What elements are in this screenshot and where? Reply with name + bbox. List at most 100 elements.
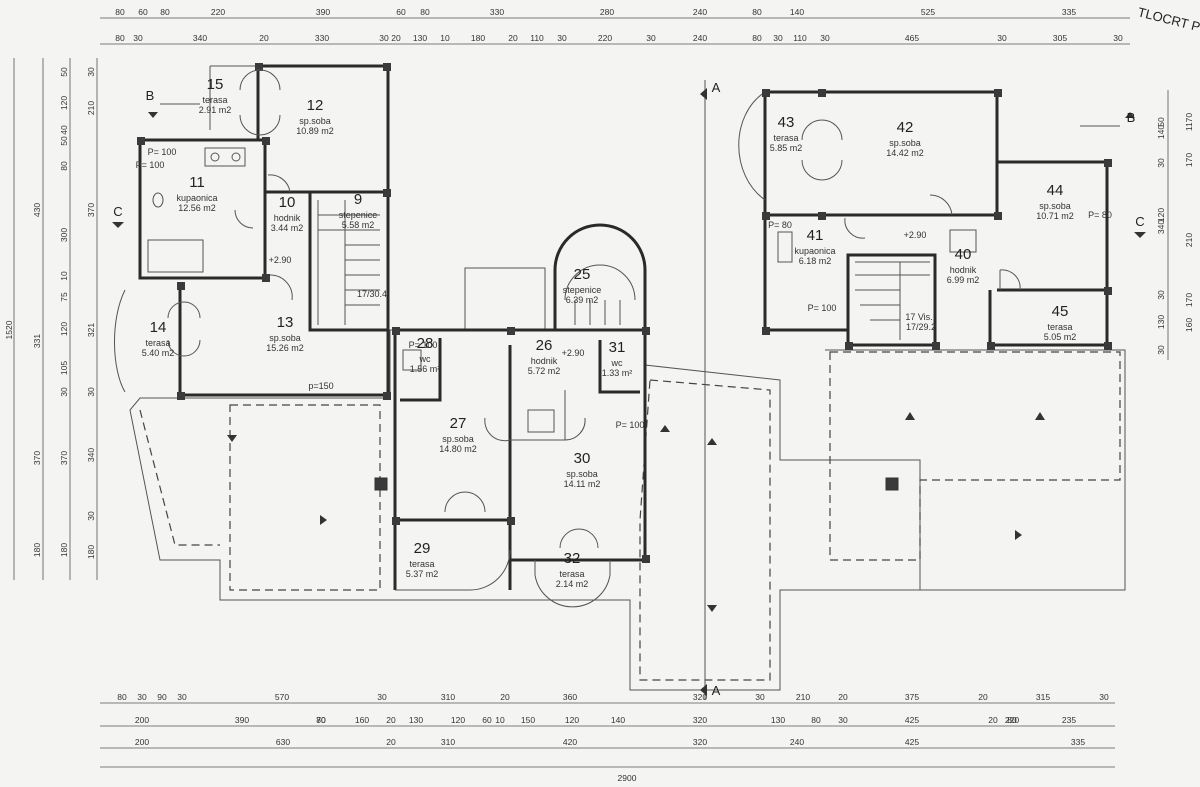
dimension-label: 310 xyxy=(441,692,455,702)
dimension-label: 10 xyxy=(495,715,505,725)
dimension-label: 430 xyxy=(32,203,42,217)
room-name: hodnik xyxy=(950,265,977,275)
dimension-label: 240 xyxy=(790,737,804,747)
dimension-label: 70 xyxy=(316,715,326,725)
dimension-label: 80 xyxy=(752,7,762,17)
annotation-label: +2.90 xyxy=(269,255,292,265)
dimension-label: 331 xyxy=(32,334,42,348)
dimension-label: 80 xyxy=(160,7,170,17)
dimension-label: 315 xyxy=(1036,692,1050,702)
dimension-label: 20 xyxy=(978,692,988,702)
dimension-label: 120 xyxy=(565,715,579,725)
dimension-label: 30 xyxy=(177,692,187,702)
section-label-c: C xyxy=(1135,214,1144,229)
dimension-label: 30 xyxy=(86,387,96,397)
dimension-label: 80 xyxy=(59,161,69,171)
room-number: 43 xyxy=(778,114,795,131)
annotation-label: 17/29.2 xyxy=(906,322,936,332)
room-name: sp.soba xyxy=(269,333,301,343)
room-area: 2.14 m2 xyxy=(556,579,589,589)
annotation-label: P= 100 xyxy=(409,340,438,350)
dimension-label: 30 xyxy=(86,511,96,521)
dimension-label: 30 xyxy=(1156,345,1166,355)
room-name: terasa xyxy=(559,569,584,579)
dimension-label: 370 xyxy=(32,451,42,465)
room-name: kupaonica xyxy=(176,193,217,203)
dimension-label: 30 xyxy=(838,715,848,725)
section-label-a: A xyxy=(712,683,721,698)
dimension-label: 50 xyxy=(1156,117,1166,127)
room-area: 6.39 m2 xyxy=(566,295,599,305)
dimension-label: 330 xyxy=(490,7,504,17)
fixtures xyxy=(147,147,977,433)
dimension-label: 90 xyxy=(157,692,167,702)
dimension-label: 80 xyxy=(1007,715,1017,725)
section-markers xyxy=(112,80,1146,700)
room-area: 14.80 m2 xyxy=(439,444,477,454)
dimension-label: 200 xyxy=(135,737,149,747)
section-label-c: C xyxy=(113,204,122,219)
dimension-label: 320 xyxy=(693,692,707,702)
dimension-lines xyxy=(13,17,1169,768)
dimension-label: 120 xyxy=(59,322,69,336)
annotation-label: +2.90 xyxy=(562,348,585,358)
dimension-label: 30 xyxy=(755,692,765,702)
dimension-label: 80 xyxy=(316,715,326,725)
room-name: terasa xyxy=(202,95,227,105)
room-area: 14.42 m2 xyxy=(886,148,924,158)
dimension-label: 340 xyxy=(193,33,207,43)
staircases xyxy=(317,200,930,340)
dimension-label: 160 xyxy=(1184,318,1194,332)
room-area: 5.40 m2 xyxy=(142,348,175,358)
dimension-label: 30 xyxy=(1156,290,1166,300)
room-number: 45 xyxy=(1052,303,1069,320)
dimension-label: 40 xyxy=(59,125,69,135)
room-area: 5.37 m2 xyxy=(406,569,439,579)
dimension-label: 1520 xyxy=(4,320,14,339)
dimension-label: 375 xyxy=(905,692,919,702)
dimension-label: 110 xyxy=(793,33,807,43)
dimension-label: 130 xyxy=(771,715,785,725)
dimension-label: 320 xyxy=(693,737,707,747)
structural-columns xyxy=(137,63,1112,563)
room-area: 10.71 m2 xyxy=(1036,211,1074,221)
dimension-label: 80 xyxy=(115,7,125,17)
room-number: 44 xyxy=(1047,182,1064,199)
room-number: 13 xyxy=(277,314,294,331)
dimension-label: 180 xyxy=(59,543,69,557)
annotation-label: p=150 xyxy=(308,381,333,391)
dimension-label: 60 xyxy=(138,7,148,17)
room-number: 14 xyxy=(150,319,167,336)
room-number: 12 xyxy=(307,97,324,114)
room-area: 2.91 m2 xyxy=(199,105,232,115)
annotation-label: 17/30.4 xyxy=(357,289,387,299)
dimension-label: 335 xyxy=(1062,7,1076,17)
room-area: 12.56 m2 xyxy=(178,203,216,213)
room-name: terasa xyxy=(409,559,434,569)
dimension-label: 465 xyxy=(905,33,919,43)
room-number: 40 xyxy=(955,246,972,263)
dimension-label: 235 xyxy=(1062,715,1076,725)
dimension-label: 105 xyxy=(59,361,69,375)
dimension-label: 60 xyxy=(396,7,406,17)
room-number: 41 xyxy=(807,227,824,244)
dimension-label: 30 xyxy=(820,33,830,43)
room-name: stepenice xyxy=(339,210,378,220)
annotation-label: P= 100 xyxy=(616,420,645,430)
section-label-b: B xyxy=(146,88,155,103)
room-name: sp.soba xyxy=(566,469,598,479)
dimension-label: 321 xyxy=(86,323,96,337)
dimension-label: 30 xyxy=(1156,158,1166,168)
